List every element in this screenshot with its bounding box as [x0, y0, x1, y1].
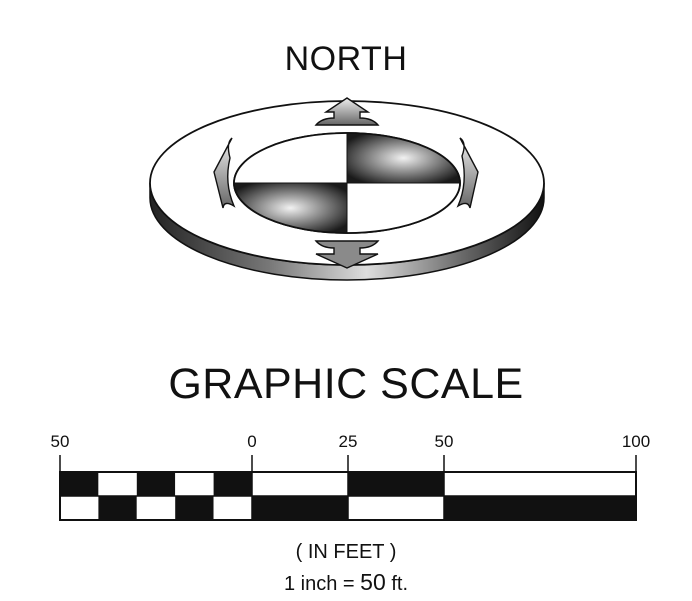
scale-bar-segment [252, 496, 348, 520]
scale-bar-segment [98, 472, 137, 496]
scale-bar-segment [348, 472, 444, 496]
scale-bar-segment [444, 472, 636, 496]
scale-ratio: 1 inch = 50 ft. [0, 569, 692, 596]
scale-bar-segment [175, 472, 214, 496]
scale-bar-segment [98, 496, 137, 520]
north-arrow-compass-icon [149, 97, 545, 281]
compass-arrow-east [456, 137, 479, 209]
scale-tick-label: 100 [622, 432, 650, 451]
north-label: NORTH [284, 40, 408, 78]
graphic-scale-bar: 50 0 25 50 100 [51, 432, 650, 521]
compass-quadrant-se [347, 183, 460, 233]
compass-arrow-west [213, 137, 236, 209]
scale-tick-label: 50 [435, 432, 454, 451]
compass-arrow-south [314, 240, 380, 269]
compass-quadrant-sw [234, 183, 347, 233]
ratio-value: 50 [360, 569, 386, 595]
scale-bar-segment [444, 496, 636, 520]
scale-bar-segment [213, 496, 252, 520]
scale-bar-segment [348, 496, 444, 520]
unit-note: ( IN FEET ) [295, 541, 397, 563]
scale-bar-segment [136, 496, 176, 520]
scale-bar-segment [136, 472, 176, 496]
compass-arrow-north [314, 97, 380, 126]
scale-tick-label: 0 [247, 432, 256, 451]
scale-bar-segment [60, 472, 99, 496]
compass-quadrant-nw [234, 133, 347, 183]
scale-tick-label: 25 [339, 432, 358, 451]
scale-bar-segment [213, 472, 252, 496]
scale-bar-segment [252, 472, 348, 496]
scale-bar-segment [175, 496, 214, 520]
scale-title: GRAPHIC SCALE [168, 360, 524, 408]
ratio-suffix: ft. [391, 573, 408, 595]
ratio-prefix: 1 inch = [284, 573, 355, 595]
scale-tick-label: 50 [51, 432, 70, 451]
scale-bar-segment [60, 496, 99, 520]
compass-quadrant-ne [347, 133, 460, 183]
